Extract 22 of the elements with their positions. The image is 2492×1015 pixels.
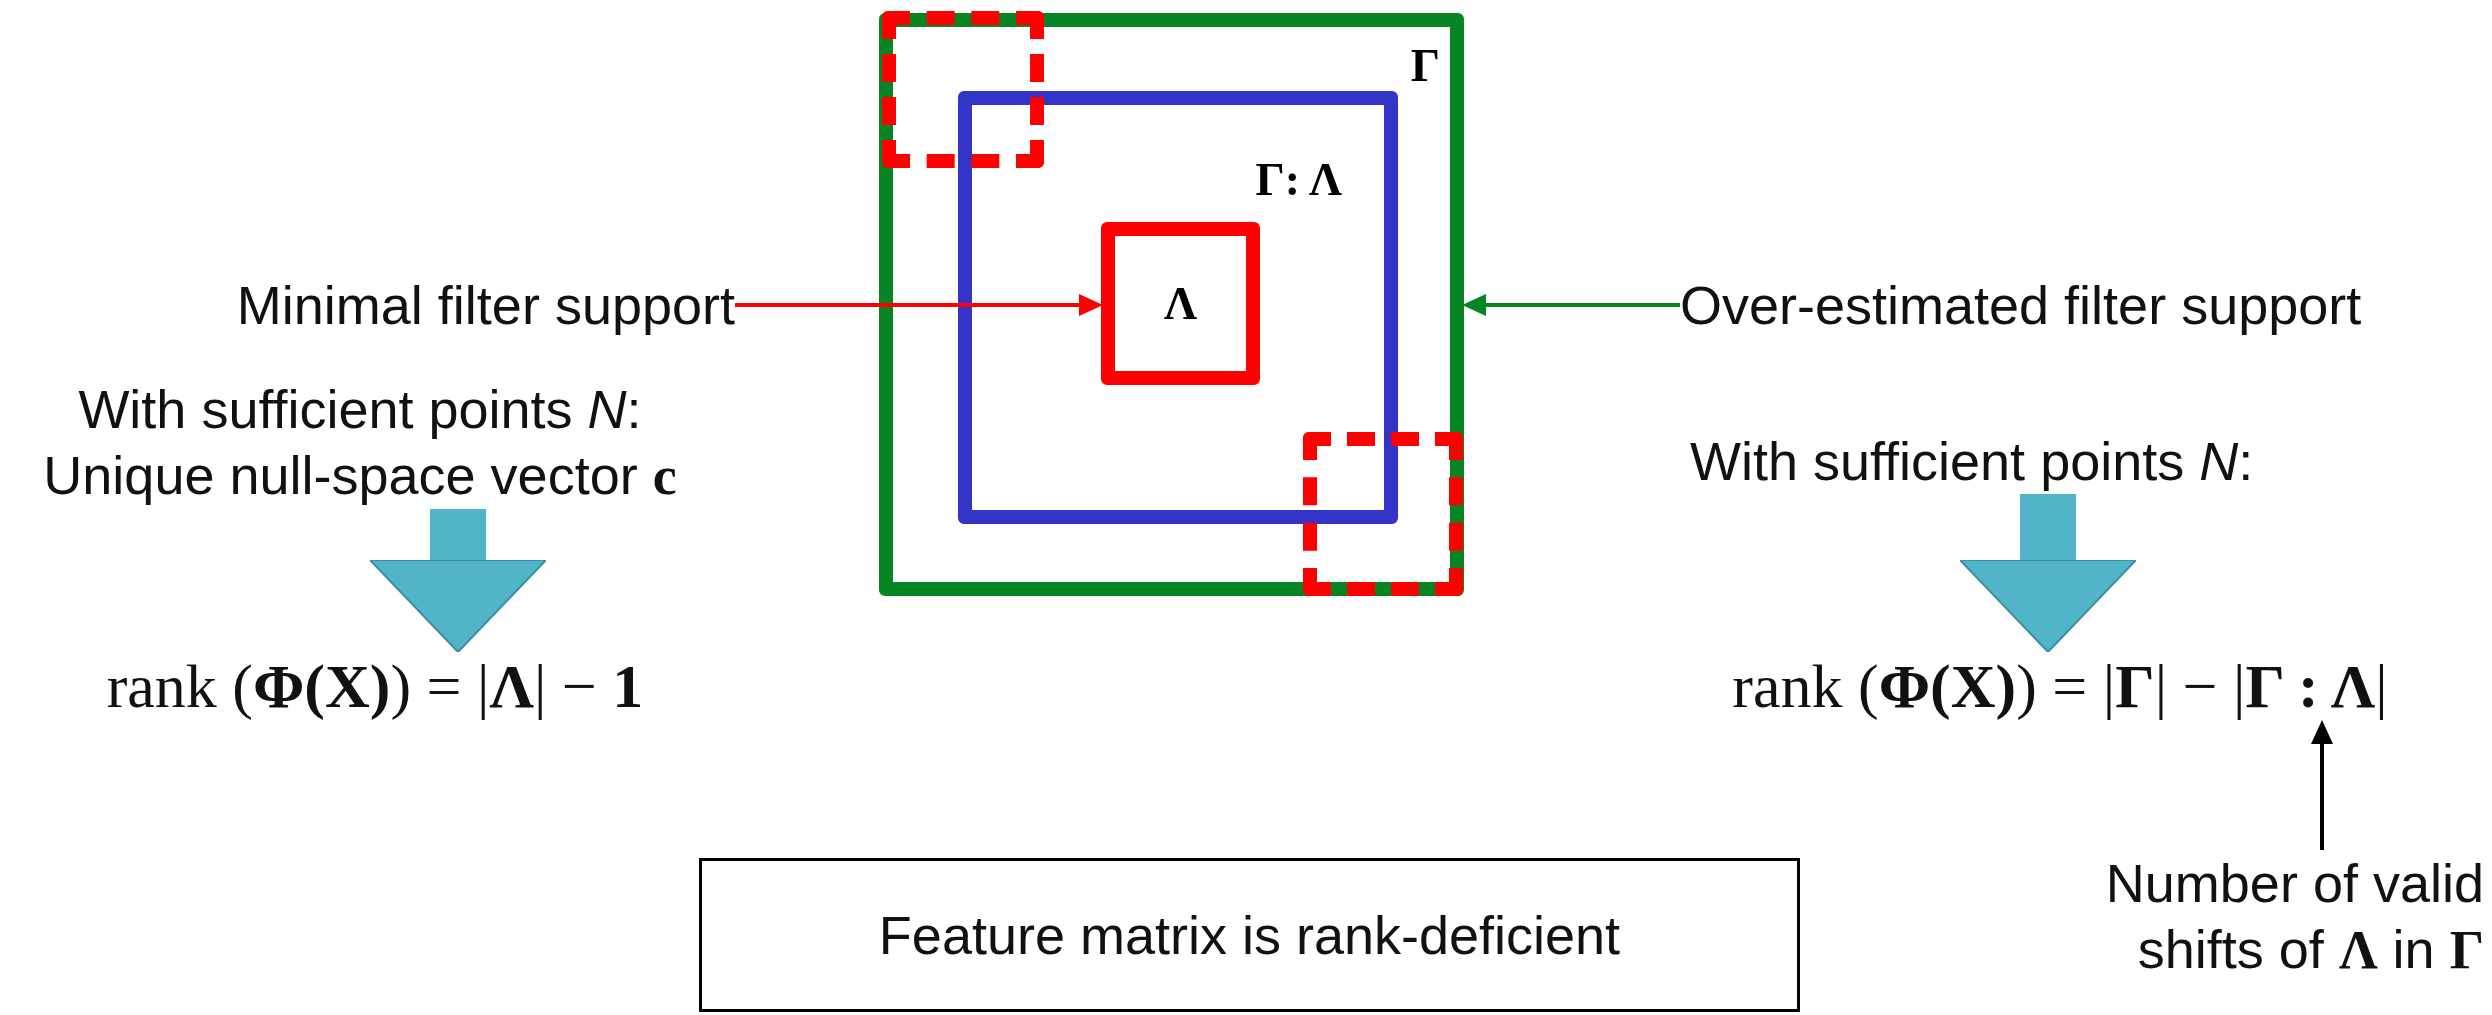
- annotation-text: Over-estimated filter support: [1680, 272, 2362, 338]
- region-box: [879, 13, 1464, 596]
- dashed-shift-box: [882, 11, 1044, 168]
- statement-text: Feature matrix is rank-deficient: [878, 904, 1621, 967]
- arrow: [735, 294, 1103, 316]
- region-box: [958, 91, 1398, 524]
- arrow: [1462, 294, 1680, 316]
- annotation-text: Number of valid shifts of Λ in Γ: [2034, 850, 2484, 983]
- rank-formula: rank (Φ(X)) = |Λ| − 1: [20, 650, 730, 722]
- block-arrow: [369, 509, 547, 653]
- annotation-text: Minimal filter support: [236, 272, 735, 338]
- rank-formula: rank (Φ(X)) = |Γ| − |Γ : Λ|: [1660, 650, 2460, 722]
- dashed-shift-box: [1303, 432, 1463, 596]
- set-symbol: Γ: Λ: [1255, 155, 1342, 205]
- region-box: [1101, 222, 1260, 385]
- annotation-text: With sufficient points N: Unique null-space vector c: [10, 376, 710, 509]
- arrow: [2311, 720, 2333, 850]
- note-box: [699, 858, 1800, 1012]
- annotation-text: With sufficient points N:: [1690, 428, 2254, 494]
- set-symbol: Γ: [1410, 41, 1440, 91]
- block-arrow: [1959, 494, 2137, 653]
- set-symbol: Λ: [1164, 278, 1197, 329]
